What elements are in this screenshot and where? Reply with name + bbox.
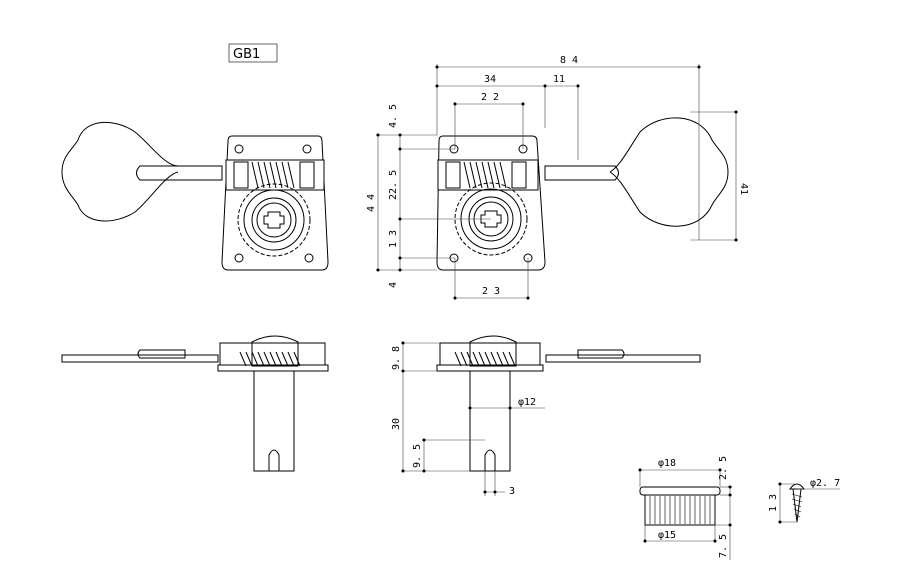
right-tuner-shaft [544,165,619,181]
dim-top-margin: 4. 5 [388,104,399,128]
dim-bushing-outer-diameter: φ18 [658,458,676,469]
model-label: GB1 [233,47,260,62]
dim-slot-depth: 9. 5 [412,444,423,468]
dim-slot-width: 3 [509,486,515,497]
left-tuner-button [61,121,179,222]
dim-bottom-hole-spacing: 2 3 [482,286,500,297]
dim-post-length: 30 [391,418,402,430]
dim-overall-width: 8 4 [560,55,578,66]
left-tuner-front-view [61,121,329,271]
dim-top-hole-spacing: 2 2 [481,92,499,103]
bushing-detail [639,486,721,526]
right-tuner-button [609,117,729,227]
right-tuner-plate [436,135,546,271]
left-tuner-shaft [136,165,223,181]
left-gear [237,183,311,257]
dim-button-height: 41 [738,183,749,195]
right-post [469,370,511,472]
dim-shaft-offset: 11 [553,74,565,85]
right-worm-housing [437,159,539,191]
dim-screw-length: 1 3 [768,494,779,512]
right-tuner-front-view [436,117,729,271]
dim-bushing-inner-diameter: φ15 [658,530,676,541]
dim-gear-height: 9. 8 [391,346,402,370]
dim-bushing-flange: 2. 5 [718,456,729,480]
left-plate-hole [304,253,314,263]
right-gear-screw-icon [480,210,502,228]
left-tuner-side-view [61,335,329,472]
left-plate-hole [234,253,244,263]
right-worm-thread [463,161,507,189]
right-tuner-side-view [436,335,701,472]
dim-post-diameter: φ12 [518,397,536,408]
dim-lower-span: 1 3 [388,230,399,248]
left-plate-hole [302,144,312,154]
left-gear-screw-icon [263,211,285,229]
left-plate-hole [234,144,244,154]
model-label-box [228,43,278,63]
left-post [253,370,295,472]
dim-bushing-length: 7. 5 [718,534,729,558]
left-worm-thread [251,161,295,189]
dim-plate-to-shaft: 34 [484,74,496,85]
dimension-labels: 8 4 34 11 2 2 2 3 41 4. 5 22. 5 1 3 4 4 … [366,55,840,558]
dimension-lines [376,64,840,560]
dim-bottom-margin: 4 [388,282,399,288]
dim-screw-diameter: φ2. 7 [810,478,840,489]
dim-upper-span: 22. 5 [388,170,399,200]
mounting-screw-detail [789,483,805,523]
dim-plate-height: 4 4 [366,194,377,212]
